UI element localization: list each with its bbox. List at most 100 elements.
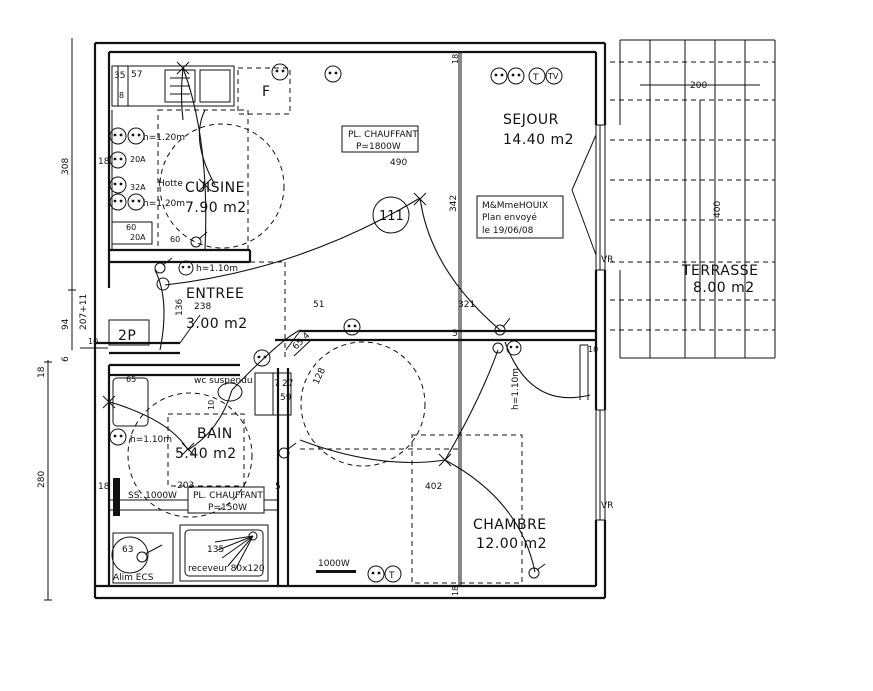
outlet-icon	[343, 318, 361, 336]
outlet-icon	[109, 151, 127, 169]
height-label: h=1.20m	[143, 199, 185, 209]
light-point-icon	[438, 453, 452, 467]
switch-icon	[528, 563, 546, 579]
dimension-label: 18	[451, 586, 460, 596]
outlet-icon	[156, 277, 170, 291]
room-name-chambre: CHAMBRE	[473, 517, 547, 533]
stamp-line1: M&MmeHOUIX	[482, 201, 548, 211]
room-area-terrasse: 8.00 m2	[693, 280, 755, 296]
dimension-label: 402	[425, 482, 442, 492]
height-label: h=1.10m	[196, 264, 238, 274]
outlet-rating-label: 20A	[130, 155, 146, 164]
switch-icon	[190, 231, 208, 248]
dimension-label: 18	[98, 157, 110, 167]
dimension-label: 200	[690, 81, 707, 91]
reference-circle: 111	[372, 196, 410, 234]
dimension-label: 308	[61, 158, 71, 175]
light-point-icon	[102, 395, 116, 409]
fridge-label: F	[262, 84, 271, 100]
outlet-icon	[271, 63, 289, 81]
height-label-vertical: h=1.10m	[511, 368, 521, 410]
shower-head-icon	[214, 535, 254, 571]
room-name-bain: BAIN	[197, 426, 233, 442]
dimension-label: 57	[131, 70, 142, 80]
outer-walls	[93, 41, 607, 600]
heater-sejour-power: P=1800W	[356, 142, 401, 152]
door-swing-icon	[571, 134, 597, 256]
heater-bain-power: P=150W	[208, 503, 247, 513]
heater-bain: PL. CHAUFFANT P=150W	[193, 491, 263, 513]
dimension-label: 5	[452, 329, 458, 339]
bathroom-equipment	[111, 372, 292, 584]
shutter-label: VR	[601, 255, 613, 265]
reference-number: 111	[379, 209, 404, 224]
dimension-label: 18	[451, 54, 460, 64]
dimension-label: 8	[119, 91, 124, 100]
stamp-line3: le 19/06/08	[482, 226, 534, 236]
dimension-label: 5	[275, 482, 281, 492]
dimension-label: 136	[175, 299, 185, 316]
switch-icon	[154, 257, 173, 274]
room-area-sejour: 14.40 m2	[503, 132, 574, 148]
room-name-entree: ENTREE	[186, 286, 244, 302]
outlet-rating-label: 32A	[130, 183, 146, 192]
outlet-icon	[109, 193, 127, 211]
thermostat-label: T	[532, 73, 539, 83]
outlet-icon	[127, 127, 145, 145]
thermostat-icon: T	[384, 565, 402, 583]
dimension-label: 490	[390, 158, 407, 168]
closet-label: 2P	[118, 328, 136, 344]
light-points	[102, 61, 452, 467]
dimension-label: 342	[449, 195, 459, 212]
outlet-icon	[253, 349, 271, 367]
dimension-label: 27	[282, 379, 293, 389]
left-dimension-lines	[44, 38, 108, 601]
dimension-label: 10	[207, 400, 216, 410]
height-label: h=1.10m	[130, 435, 172, 445]
switch-icon	[136, 544, 163, 563]
dimension-label: 59	[280, 393, 292, 403]
light-point-icon	[198, 178, 212, 192]
turning-circles	[127, 123, 426, 518]
outlet-icon	[109, 176, 127, 194]
wc-label: wc suspendu	[194, 376, 253, 386]
outlet-icon	[507, 67, 525, 85]
outlet-icon	[109, 428, 127, 446]
terrace-grid	[610, 39, 776, 359]
light-point-icon	[176, 61, 190, 75]
heater-sejour-label: PL. CHAUFFANT	[348, 130, 418, 140]
outlet-icon	[490, 67, 508, 85]
room-name-cuisine: CUISINE	[185, 180, 245, 196]
light-point-icon	[181, 442, 195, 456]
room-name-sejour: SEJOUR	[503, 112, 559, 128]
outlet-rating-label: 20A	[130, 233, 146, 242]
dimension-label: 135	[207, 545, 224, 555]
internal-walls	[95, 52, 596, 586]
room-area-cuisine: 7.90 m2	[185, 200, 247, 216]
heater-sejour: PL. CHAUFFANT P=1800W	[341, 125, 419, 153]
dimension-label: 60	[126, 223, 136, 232]
dimension-label: 60	[170, 235, 180, 244]
room-area-entree: 3.00 m2	[186, 316, 248, 332]
hot-water-label: Alim ECS	[113, 573, 154, 583]
switches	[136, 231, 546, 579]
room-name-terrasse: TERRASSE	[681, 263, 758, 279]
towel-heater-power: SS. 1000W	[128, 491, 177, 501]
shower-tray-label: receveur 80x120	[188, 564, 265, 574]
dimension-label: 65	[126, 375, 136, 384]
heater-chambre: 1000W	[316, 559, 356, 573]
dimension-label: 207+11	[79, 294, 89, 330]
shutter-label: VR	[601, 501, 613, 511]
thermostat-label-chambre: T	[388, 571, 395, 581]
switch-icon	[494, 317, 511, 336]
outlet-icon	[324, 65, 342, 83]
outlet-icon	[178, 260, 194, 276]
chambre-layout	[250, 261, 523, 584]
height-label: h=1.20m	[143, 133, 185, 143]
outlets: T TV T	[109, 63, 563, 583]
client-stamp: M&MmeHOUIX Plan envoyé le 19/06/08	[476, 195, 564, 239]
dimension-label: 238	[194, 302, 211, 312]
wiring	[109, 67, 591, 573]
dimension-label: 10	[88, 337, 98, 346]
